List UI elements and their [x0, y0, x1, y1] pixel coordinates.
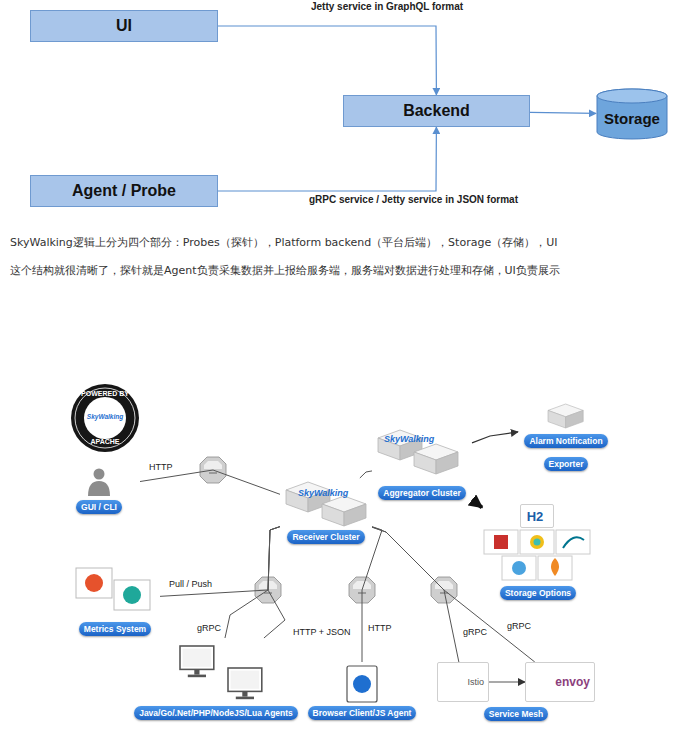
annotation-text: SkyWalking	[384, 434, 434, 446]
illustration-part	[414, 444, 458, 474]
edge-label: gRPC	[462, 626, 488, 638]
logo-tile: H2	[520, 504, 554, 528]
node-label: Storage	[600, 102, 664, 127]
node-label: Service Mesh	[484, 707, 548, 721]
annotation-text: SkyWalking逻辑上分为四个部分：Probes（探针），Platform …	[10, 236, 665, 250]
connector	[264, 527, 285, 638]
node-label: Storage Options	[500, 586, 576, 600]
node-label: Receiver Cluster	[287, 530, 364, 544]
illustration-part	[347, 666, 377, 702]
cylinder-top	[597, 89, 667, 103]
connector	[218, 26, 436, 95]
illustration-part	[534, 539, 541, 546]
illustration-part	[228, 668, 262, 699]
connector	[362, 527, 382, 662]
illustration-part	[494, 535, 508, 549]
node-label: Exporter	[544, 457, 589, 471]
illustration-part	[322, 496, 366, 526]
component-group: Receiver Cluster	[280, 478, 372, 544]
illustration-part	[84, 397, 126, 439]
process-box: Agent / Probe	[30, 175, 218, 207]
connector	[225, 527, 280, 638]
node-label: Agent / Probe	[64, 182, 184, 200]
illustration-part	[71, 384, 139, 452]
illustration-part	[520, 530, 554, 554]
illustration-part	[75, 388, 135, 448]
node-label: Java/Go/.Net/PHP/NodeJS/Lua Agents	[134, 706, 298, 720]
illustration-part	[502, 556, 536, 580]
node-label: Metrics System	[79, 622, 151, 636]
connector	[218, 127, 436, 191]
component-group: Alarm Notification	[518, 402, 614, 448]
storage-tiles	[484, 530, 590, 580]
annotation-text: POWERED BY	[75, 389, 135, 398]
illustration-part	[551, 558, 559, 576]
powered-badge	[71, 384, 139, 452]
component-group: Storage Options H2	[482, 500, 594, 600]
illustration-part	[563, 537, 584, 548]
node-label: GUI / CLI	[76, 500, 122, 514]
illustration-part	[512, 561, 526, 575]
process-box: UI	[30, 10, 218, 42]
connector	[489, 681, 525, 682]
illustration-part	[76, 568, 112, 598]
edge-label: gRPC	[196, 622, 222, 634]
illustration-part	[353, 675, 371, 693]
logo-tile: envoy	[525, 662, 595, 702]
connector	[472, 500, 482, 508]
edge-label: gRPC	[506, 620, 532, 632]
node-label: Aggregator Cluster	[378, 486, 465, 500]
edge-label: Jetty service in GraphQL format	[310, 1, 464, 13]
component-group: GUI / CLI	[58, 462, 140, 514]
node-label: UI	[108, 17, 140, 35]
connector	[360, 471, 372, 478]
annotation-text: APACHE	[75, 437, 135, 446]
illustration-part	[114, 580, 150, 610]
illustration-part	[85, 574, 103, 592]
component-group: Exporter	[518, 455, 614, 471]
node-label: Alarm Notification	[524, 434, 607, 448]
component-group: Metrics System	[70, 562, 160, 636]
component-group: Java/Go/.Net/PHP/NodeJS/Lua Agents	[130, 638, 302, 720]
storage-cylinder: Storage	[596, 88, 668, 140]
connector	[160, 527, 280, 597]
node-label: H2	[527, 509, 544, 524]
node-label: Browser Client/JS Agent	[308, 706, 417, 720]
connector	[372, 527, 459, 662]
node-label: envoy	[555, 675, 590, 689]
cylinder-body	[597, 89, 667, 139]
annotation-text: 这个结构就很清晰了，探针就是Agent负责采集数据并上报给服务端，服务端对数据进…	[10, 264, 665, 278]
illustration-part	[538, 556, 572, 580]
logo-tile: Istio	[437, 662, 489, 702]
component-group: Browser Client/JS Agent	[306, 662, 419, 720]
component-group: Service Mesh Istio envoy	[435, 655, 597, 721]
illustration-part	[180, 646, 214, 677]
illustration-part	[123, 586, 141, 604]
edge-label: gRPC service / Jetty service in JSON for…	[308, 194, 519, 206]
annotation-text: SkyWalking	[83, 413, 127, 421]
illustration-part	[484, 530, 518, 554]
illustration-part	[556, 530, 590, 554]
annotation-text: SkyWalking	[298, 488, 348, 500]
connector	[472, 432, 518, 443]
metrics-icons	[76, 568, 150, 610]
edge-label: Pull / Push	[168, 578, 213, 590]
browser-icon	[347, 666, 377, 702]
node-label: Backend	[395, 102, 478, 120]
illustration-part	[530, 535, 544, 549]
node-label: Istio	[467, 677, 484, 687]
process-box: Backend	[343, 95, 530, 127]
illustration-part	[548, 404, 583, 428]
illustration-part	[94, 469, 105, 480]
edge-label: HTTP + JSON	[292, 626, 352, 638]
connector	[530, 112, 596, 113]
connector	[140, 470, 280, 494]
edge-label: HTTP	[367, 622, 393, 634]
person-icon	[88, 469, 110, 497]
edge-label: HTTP	[148, 461, 174, 473]
illustration-part	[88, 481, 110, 496]
